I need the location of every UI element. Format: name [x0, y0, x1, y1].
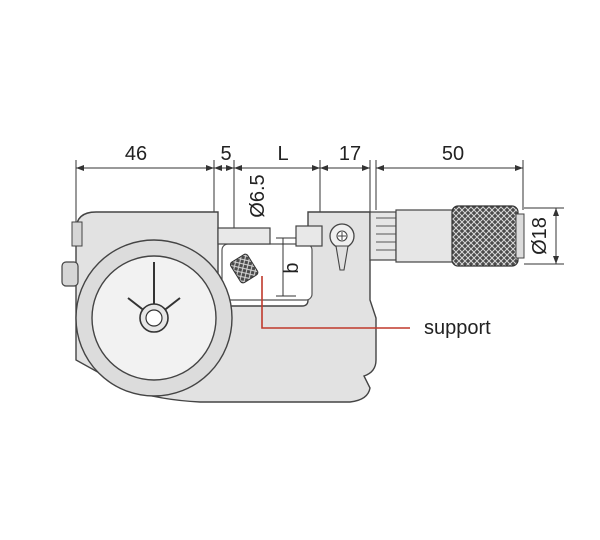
dimension-17-label: 17	[339, 143, 361, 165]
dimension-dia18-label: Ø18	[529, 217, 551, 255]
support-leader-line	[261, 276, 410, 329]
dimension-50-label: 50	[442, 143, 464, 165]
lock-lever	[329, 223, 355, 271]
sleeve	[369, 211, 397, 261]
release-button	[61, 261, 79, 287]
thimble-cap	[515, 213, 525, 259]
dimension-b-label: b	[281, 262, 303, 273]
support-post	[229, 253, 259, 284]
dimension-dia65-label: Ø6.5	[247, 174, 269, 217]
support-label: support	[424, 317, 491, 339]
dimension-l-label: L	[277, 143, 288, 165]
thimble-knurl	[451, 205, 519, 267]
thimble	[395, 209, 455, 263]
dimension-lines	[75, 160, 524, 232]
dimension-46-label: 46	[125, 143, 147, 165]
spindle	[295, 225, 323, 247]
sleeve-graduations	[376, 217, 396, 251]
anvil	[217, 227, 271, 245]
dimension-5-label: 5	[220, 143, 231, 165]
dial-indicator	[75, 239, 233, 397]
top-pin	[71, 221, 83, 247]
